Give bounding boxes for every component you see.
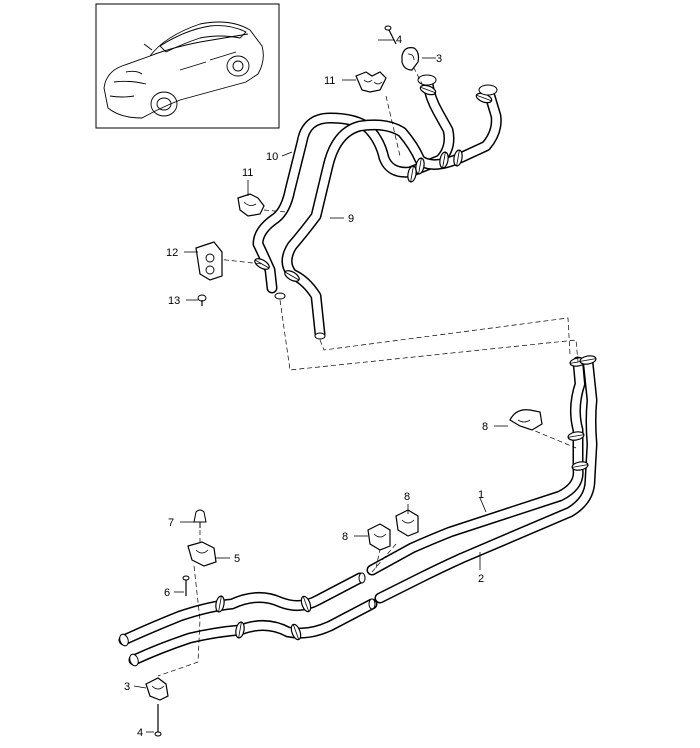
callout-3-upper: 3 bbox=[436, 53, 442, 65]
vehicle-inset bbox=[95, 3, 280, 129]
clip-11-upper bbox=[355, 71, 387, 93]
clip-11-lower bbox=[237, 193, 265, 217]
bracket-5 bbox=[187, 541, 217, 567]
callout-11-upper: 11 bbox=[324, 75, 335, 87]
bolt-4-lower bbox=[154, 704, 162, 737]
callout-8-middle-right: 8 bbox=[404, 491, 410, 503]
hose-end-clamps-lower bbox=[119, 354, 598, 667]
screw-13 bbox=[197, 294, 207, 306]
clip-8-middle-right bbox=[395, 509, 419, 537]
callouts: 1 2 3 3 4 4 5 6 7 8 8 8 9 10 11 11 12 13 bbox=[124, 34, 488, 739]
car-illustration bbox=[103, 21, 264, 119]
callout-3-lower: 3 bbox=[124, 681, 130, 693]
callout-7: 7 bbox=[168, 517, 174, 529]
hose-end-clamps-upper bbox=[252, 74, 498, 340]
callout-11-lower: 11 bbox=[242, 167, 253, 179]
callout-1: 1 bbox=[478, 489, 484, 501]
callout-4-upper: 4 bbox=[396, 34, 402, 46]
callout-4-lower: 4 bbox=[137, 727, 143, 739]
clip-8-middle-left bbox=[367, 523, 391, 551]
callout-13: 13 bbox=[168, 295, 180, 307]
hose-9 bbox=[281, 90, 502, 340]
bolt-6 bbox=[182, 575, 190, 596]
hose-10 bbox=[252, 78, 455, 294]
callout-8-right: 8 bbox=[482, 421, 488, 433]
inset-frame bbox=[95, 3, 280, 129]
clip-8-right bbox=[509, 409, 543, 431]
hose-1 bbox=[118, 356, 586, 646]
clip-3-lower bbox=[145, 677, 169, 701]
connection-lines bbox=[157, 59, 579, 677]
callout-9: 9 bbox=[348, 213, 354, 225]
callout-8-middle-left: 8 bbox=[342, 531, 348, 543]
leader-lines bbox=[133, 39, 508, 733]
callout-2: 2 bbox=[478, 573, 484, 585]
push-pin-7 bbox=[193, 509, 207, 528]
bolt-4-upper bbox=[384, 25, 397, 45]
callout-12: 12 bbox=[166, 247, 178, 259]
callout-5: 5 bbox=[234, 553, 240, 565]
bracket-12 bbox=[195, 241, 223, 281]
clip-3-upper bbox=[401, 47, 420, 71]
callout-10: 10 bbox=[266, 151, 278, 163]
callout-6: 6 bbox=[164, 587, 170, 599]
